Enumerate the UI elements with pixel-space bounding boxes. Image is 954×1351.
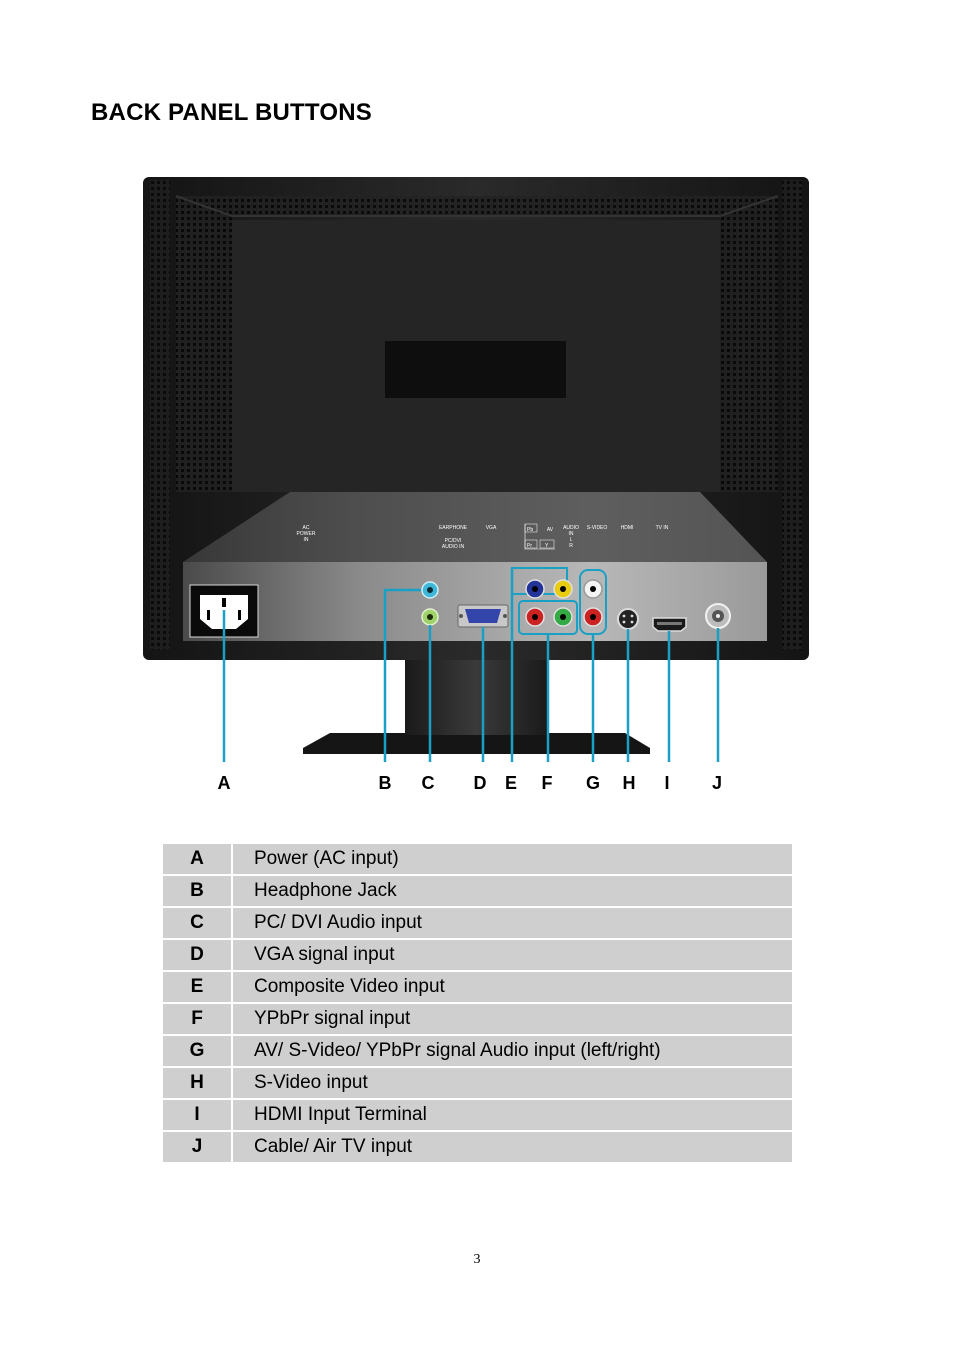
callout-letter-e: E xyxy=(504,773,518,793)
legend-letter: F xyxy=(163,1003,233,1036)
label-hdmi: HDMI xyxy=(621,525,634,531)
legend-description: VGA signal input xyxy=(232,939,792,972)
legend-description: Headphone Jack xyxy=(232,875,792,908)
callout-letter-d: D xyxy=(473,773,487,793)
page-title: BACK PANEL BUTTONS xyxy=(91,99,372,126)
table-row: J Cable/ Air TV input xyxy=(163,1131,792,1164)
legend-letter: J xyxy=(163,1131,233,1164)
legend-description: HDMI Input Terminal xyxy=(232,1099,792,1132)
tv-back-panel-figure: AC POWER IN EARPHONE PC/DVI AUDIO IN VGA… xyxy=(143,177,809,793)
legend-description: Cable/ Air TV input xyxy=(232,1131,792,1164)
pc-dvi-audio-jack xyxy=(421,608,439,626)
label-audio: AUDIO xyxy=(563,525,579,531)
legend-description: Composite Video input xyxy=(232,971,792,1004)
legend-description: S-Video input xyxy=(232,1067,792,1100)
legend-description: PC/ DVI Audio input xyxy=(232,907,792,940)
table-row: D VGA signal input xyxy=(163,939,792,972)
label-vga: VGA xyxy=(486,525,497,531)
callout-letter-i: I xyxy=(664,773,670,793)
legend-description: AV/ S-Video/ YPbPr signal Audio input (l… xyxy=(232,1035,792,1068)
tv-antenna-port xyxy=(705,603,731,629)
legend-letter: B xyxy=(163,875,233,908)
legend-letter: A xyxy=(163,844,233,876)
callout-letter-a: A xyxy=(217,773,231,793)
label-ac: AC xyxy=(303,525,310,531)
callout-letter-c: C xyxy=(421,773,435,793)
callout-lines xyxy=(222,568,720,762)
label-r: R xyxy=(569,543,573,549)
vga-port xyxy=(457,604,509,628)
legend-description: Power (AC input) xyxy=(232,844,792,876)
legend-table: A Power (AC input) B Headphone Jack C PC… xyxy=(163,844,792,1164)
table-row: B Headphone Jack xyxy=(163,875,792,908)
legend-letter: H xyxy=(163,1067,233,1100)
callout-letter-b: B xyxy=(378,773,392,793)
label-power: POWER xyxy=(297,531,316,537)
legend-letter: D xyxy=(163,939,233,972)
label-l: L xyxy=(570,537,573,543)
table-row: F YPbPr signal input xyxy=(163,1003,792,1036)
hdmi-port xyxy=(652,617,687,632)
label-tv-in: TV IN xyxy=(656,525,669,531)
callout-letter-h: H xyxy=(622,773,636,793)
s-video-port xyxy=(617,608,639,630)
label-audio-in2: IN xyxy=(569,531,574,537)
headphone-jack xyxy=(421,581,439,599)
label-pr: Pr xyxy=(527,543,532,549)
legend-letter: C xyxy=(163,907,233,940)
label-pb: Pb xyxy=(527,527,533,533)
callout-line-b xyxy=(383,588,421,762)
legend-letter: G xyxy=(163,1035,233,1068)
label-pc-dvi: PC/DVI xyxy=(445,538,462,544)
panel-text-labels: AC POWER IN EARPHONE PC/DVI AUDIO IN VGA… xyxy=(297,523,669,550)
legend-description: YPbPr signal input xyxy=(232,1003,792,1036)
page-number: 3 xyxy=(473,1252,481,1267)
callout-letter-j: J xyxy=(711,773,723,793)
table-row: I HDMI Input Terminal xyxy=(163,1099,792,1132)
legend-letter: E xyxy=(163,971,233,1004)
table-row: A Power (AC input) xyxy=(163,844,792,876)
legend-letter: I xyxy=(163,1099,233,1132)
callout-letter-f: F xyxy=(541,773,553,793)
callout-letter-g: G xyxy=(585,773,601,793)
table-row: H S-Video input xyxy=(163,1067,792,1100)
table-row: E Composite Video input xyxy=(163,971,792,1004)
label-earphone: EARPHONE xyxy=(439,525,468,531)
tv-back-illustration: AC POWER IN EARPHONE PC/DVI AUDIO IN VGA… xyxy=(143,177,809,762)
label-av: AV xyxy=(547,527,554,533)
label-s-video: S-VIDEO xyxy=(587,525,608,531)
table-row: G AV/ S-Video/ YPbPr signal Audio input … xyxy=(163,1035,792,1068)
label-audio-in: AUDIO IN xyxy=(442,544,465,550)
label-y: Y xyxy=(545,543,549,549)
label-in: IN xyxy=(304,537,309,543)
table-row: C PC/ DVI Audio input xyxy=(163,907,792,940)
